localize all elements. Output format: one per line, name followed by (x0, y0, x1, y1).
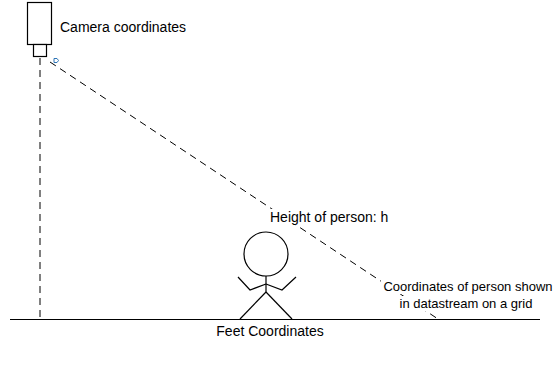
camera-mount (34, 45, 47, 57)
label-text: Camera coordinates (58, 19, 188, 35)
label-text: Coordinates of person shown in datastrea… (381, 279, 552, 311)
vertical-dashed-line (40, 58, 41, 318)
stick-figure (238, 232, 296, 319)
diagram-label: Height of person: h (268, 209, 428, 226)
figure-left-leg (240, 292, 266, 319)
diagram-label: Camera coordinates (58, 19, 228, 36)
diagram-label: Feet Coordinates (195, 323, 345, 340)
label-text: Height of person: h (268, 209, 390, 225)
camera-body (28, 3, 52, 45)
figure-right-leg (266, 292, 292, 319)
figure-right-arm (266, 277, 296, 290)
diagram-label: Coordinates of person shown in datastrea… (378, 278, 556, 312)
camera-lens (54, 59, 59, 63)
label-text: Feet Coordinates (214, 323, 325, 339)
figure-head (244, 232, 288, 276)
sight-line (50, 62, 438, 319)
ground-line (10, 319, 540, 320)
figure-left-arm (238, 277, 266, 290)
